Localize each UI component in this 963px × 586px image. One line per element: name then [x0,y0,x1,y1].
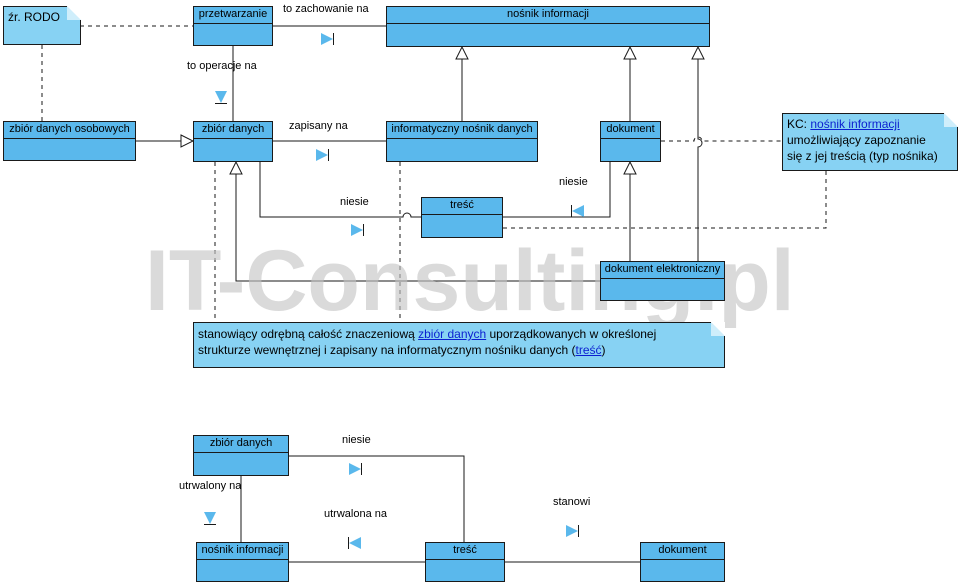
class-informatyczny-nosnik-danych[interactable]: informatyczny nośnik danych [386,121,538,162]
direction-bar-icon [578,525,579,537]
direction-arrow-icon [572,205,584,217]
label-utrwalony-na: utrwalony na [179,480,242,492]
note-rodo-text: źr. RODO [8,10,61,24]
direction-arrow-icon [566,525,578,537]
direction-bar-icon [363,224,364,236]
gen-arrow-osobowych [180,134,195,148]
assoc-bottom-zbior-tresc [289,455,465,542]
gen-dokelek-zbior [235,174,600,282]
class-bottom-nosnik-informacji[interactable]: nośnik informacji [196,542,289,582]
gen-arrow-informatyczny [455,45,469,60]
direction-bar-icon [333,33,334,45]
direction-arrow-icon [204,512,216,524]
direction-bar-icon [361,463,362,475]
anchor-kc-tresc [503,171,827,229]
direction-arrow-icon [316,149,328,161]
note-definition-line1: stanowiący odrębną całość znaczeniową zb… [198,326,720,342]
note-kc-line1: KC: nośnik informacji [787,116,953,132]
note-def-link-tresc[interactable]: treść [575,343,602,357]
direction-arrow-icon [321,33,333,45]
direction-bar-icon [215,103,227,104]
direction-bar-icon [571,205,572,217]
label-zapisany-na: zapisany na [289,120,348,132]
note-fold-icon [711,322,725,336]
note-kc-link-nosnik[interactable]: nośnik informacji [810,117,900,131]
gen-dokelek-nosnik [697,59,703,261]
gen-arrow-dokelek-dokument [623,160,637,175]
note-kc-line2: umożliwiający zapoznanie [787,133,926,147]
class-bottom-tresc-name: treść [426,543,504,560]
direction-bar-icon [204,524,216,525]
note-rodo: źr. RODO [3,6,81,45]
anchor-dokument-kc [661,136,782,142]
note-kc: KC: nośnik informacji umożliwiający zapo… [782,113,958,171]
class-tresc[interactable]: treść [421,197,503,238]
class-bottom-nosnik-informacji-name: nośnik informacji [197,543,288,560]
class-bottom-zbior-danych-name: zbiór danych [194,436,288,453]
label-stanowi: stanowi [553,496,591,508]
class-zbior-danych-name: zbiór danych [194,122,272,139]
class-bottom-dokument-name: dokument [641,543,724,560]
gen-arrow-dokument [623,45,637,60]
class-bottom-dokument[interactable]: dokument [640,542,725,582]
class-dokument[interactable]: dokument [600,121,661,162]
label-niesie-dokument-tresc: niesie [559,176,588,188]
direction-arrow-icon [349,463,361,475]
label-niesie-bottom: niesie [342,434,371,446]
label-niesie-zbior-tresc: niesie [340,196,369,208]
note-kc-prefix: KC: [787,117,811,131]
class-bottom-zbior-danych[interactable]: zbiór danych [193,435,289,476]
class-dokument-name: dokument [601,122,660,139]
note-fold-icon [944,113,958,127]
class-nosnik-informacji-name: nośnik informacji [387,7,709,24]
label-utrwalona-na: utrwalona na [324,508,387,520]
direction-arrow-icon [351,224,363,236]
assoc-zbior-tresc [259,162,421,218]
gen-arrow-dokelek [691,45,705,60]
class-zbior-danych[interactable]: zbiór danych [193,121,273,162]
label-to-zachowanie-na: to zachowanie na [283,3,369,15]
note-definition-line2: strukturze wewnętrznej i zapisany na inf… [198,342,720,358]
class-zbior-danych-osobowych[interactable]: zbiór danych osobowych [3,121,136,161]
note-fold-icon [67,6,81,20]
class-przetwarzanie-name: przetwarzanie [194,7,272,24]
note-definition: stanowiący odrębną całość znaczeniową zb… [193,322,725,368]
assoc-dokument-tresc [503,162,611,218]
direction-bar-icon [328,149,329,161]
class-nosnik-informacji[interactable]: nośnik informacji [386,6,710,47]
class-tresc-name: treść [422,198,502,215]
gen-arrow-dokelek-zbior [229,160,243,175]
class-informatyczny-nosnik-danych-name: informatyczny nośnik danych [387,122,537,139]
class-dokument-elektroniczny-name: dokument elektroniczny [601,262,724,279]
note-def-part2: uporządkowanych w określonej [486,327,657,341]
direction-arrow-icon [215,91,227,103]
direction-bar-icon [348,537,349,549]
note-def-part4: ) [601,343,606,357]
class-zbior-danych-osobowych-name: zbiór danych osobowych [4,122,135,139]
note-def-part1: stanowiący odrębną całość znaczeniową [198,327,419,341]
class-bottom-tresc[interactable]: treść [425,542,505,582]
class-przetwarzanie[interactable]: przetwarzanie [193,6,273,46]
class-dokument-elektroniczny[interactable]: dokument elektroniczny [600,261,725,301]
label-to-operacje-na: to operacje na [187,60,257,72]
direction-arrow-icon [349,537,361,549]
note-kc-line3: się z jej treścią (typ nośnika) [787,149,938,163]
note-def-link-zbior[interactable]: zbiór danych [418,327,487,341]
note-def-part3: strukturze wewnętrznej i zapisany na inf… [198,343,576,357]
